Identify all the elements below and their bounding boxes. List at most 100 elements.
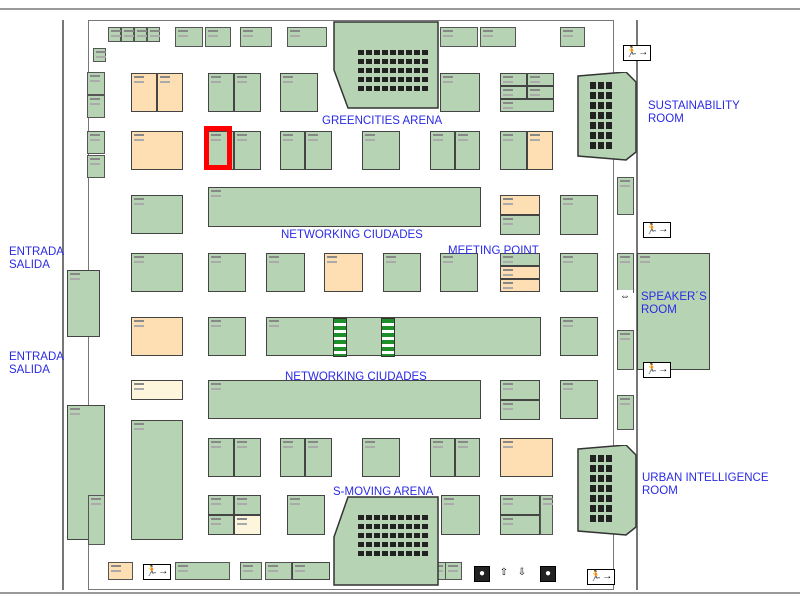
booth[interactable] xyxy=(208,495,234,515)
booth-label-mark xyxy=(134,320,144,322)
seat xyxy=(606,82,612,89)
booth[interactable] xyxy=(440,73,480,112)
booth[interactable] xyxy=(234,438,261,477)
booth[interactable] xyxy=(234,73,261,112)
booth[interactable] xyxy=(87,95,105,118)
booth[interactable] xyxy=(527,86,554,99)
booth[interactable] xyxy=(208,515,234,535)
booth[interactable] xyxy=(500,266,540,279)
booth[interactable] xyxy=(208,187,481,227)
booth[interactable] xyxy=(445,562,462,580)
booth[interactable] xyxy=(208,253,246,292)
booth[interactable] xyxy=(131,420,183,540)
booth[interactable] xyxy=(617,330,634,370)
booth[interactable] xyxy=(131,380,183,400)
booth[interactable] xyxy=(265,562,292,580)
booth[interactable] xyxy=(240,562,262,580)
booth[interactable] xyxy=(93,48,106,62)
booth[interactable] xyxy=(305,438,332,477)
booth[interactable] xyxy=(131,195,183,234)
booth[interactable] xyxy=(88,495,105,545)
booth-label-mark xyxy=(443,256,453,258)
seat xyxy=(366,68,372,73)
booth[interactable] xyxy=(560,253,598,292)
booth[interactable] xyxy=(234,495,261,515)
booth[interactable] xyxy=(527,73,554,86)
booth[interactable] xyxy=(500,400,540,420)
booth[interactable] xyxy=(560,380,598,419)
booth[interactable] xyxy=(500,73,527,86)
booth[interactable] xyxy=(67,270,100,337)
booth[interactable] xyxy=(287,27,327,47)
booth[interactable] xyxy=(500,131,527,170)
booth[interactable] xyxy=(305,131,332,170)
booth[interactable] xyxy=(500,279,540,292)
booth[interactable] xyxy=(208,380,481,419)
booth[interactable] xyxy=(266,317,541,356)
booth[interactable] xyxy=(87,72,105,95)
booth[interactable] xyxy=(560,27,585,47)
booth[interactable] xyxy=(455,438,480,477)
booth[interactable] xyxy=(234,515,261,535)
booth[interactable] xyxy=(87,155,105,178)
booth[interactable] xyxy=(560,195,598,235)
booth[interactable] xyxy=(108,562,133,580)
booth[interactable] xyxy=(440,27,478,47)
booth[interactable] xyxy=(527,131,553,170)
booth[interactable] xyxy=(131,317,183,356)
booth[interactable] xyxy=(234,131,261,170)
booth[interactable] xyxy=(287,495,325,535)
booth[interactable] xyxy=(500,515,540,535)
booth[interactable] xyxy=(131,73,157,112)
seat xyxy=(390,542,396,547)
booth[interactable] xyxy=(266,253,305,292)
booth[interactable] xyxy=(540,495,553,535)
booth[interactable] xyxy=(500,438,553,477)
booth[interactable] xyxy=(560,317,598,356)
booth[interactable] xyxy=(617,395,634,430)
booth[interactable] xyxy=(240,27,272,47)
booth[interactable] xyxy=(175,27,203,47)
booth[interactable] xyxy=(208,73,234,112)
booth[interactable] xyxy=(500,86,527,99)
booth[interactable] xyxy=(480,27,516,47)
booth[interactable] xyxy=(280,131,305,170)
booth[interactable] xyxy=(500,195,540,215)
booth[interactable] xyxy=(441,495,480,535)
booth[interactable] xyxy=(455,131,480,170)
booth[interactable] xyxy=(383,253,421,292)
booth[interactable] xyxy=(205,27,231,47)
booth[interactable] xyxy=(362,131,400,170)
booth[interactable] xyxy=(208,317,246,356)
booth[interactable] xyxy=(87,131,105,154)
booth[interactable] xyxy=(362,438,400,477)
seat xyxy=(606,505,612,512)
booth[interactable] xyxy=(617,253,634,293)
booth[interactable] xyxy=(147,27,160,42)
booth[interactable] xyxy=(131,131,183,170)
booth[interactable] xyxy=(280,438,305,477)
booth[interactable] xyxy=(617,177,634,215)
booth[interactable] xyxy=(134,27,147,42)
booth[interactable] xyxy=(108,27,121,42)
booth-label-mark xyxy=(237,134,247,136)
booth[interactable] xyxy=(324,253,363,292)
highlighted-booth-marker[interactable] xyxy=(204,126,232,170)
booth[interactable] xyxy=(430,438,455,477)
booth[interactable] xyxy=(131,253,183,292)
booth[interactable] xyxy=(280,73,318,112)
booth[interactable] xyxy=(175,562,230,580)
booth[interactable] xyxy=(208,438,234,477)
booth[interactable] xyxy=(121,27,134,42)
booth[interactable] xyxy=(500,380,540,400)
booth[interactable] xyxy=(500,495,540,515)
booth[interactable] xyxy=(500,215,540,235)
seat xyxy=(414,68,420,73)
booth[interactable] xyxy=(430,131,455,170)
booth[interactable] xyxy=(440,253,478,292)
booth[interactable] xyxy=(157,73,183,112)
booth[interactable] xyxy=(637,253,710,370)
booth[interactable] xyxy=(500,99,554,112)
booth[interactable] xyxy=(500,253,540,266)
booth[interactable] xyxy=(292,562,330,580)
